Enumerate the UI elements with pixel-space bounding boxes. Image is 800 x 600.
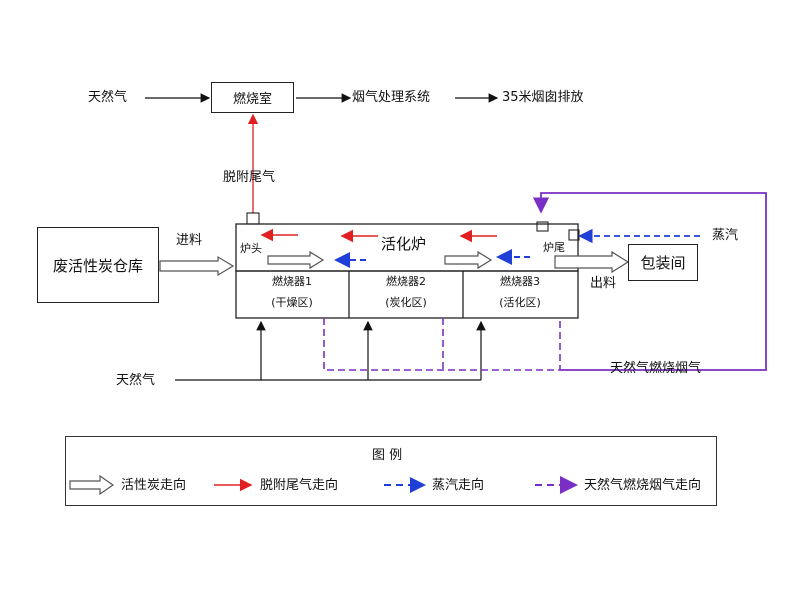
packaging-room-box: 包装间 [628,244,698,281]
burner-2-zone: (炭化区) [385,296,427,309]
furnace-title: 活化炉 [381,235,427,253]
material-arrow-feed [159,255,235,277]
purple-flue-return [532,192,767,371]
material-arrow-inner-2 [444,250,493,270]
discharge-label: 出料 [590,276,617,291]
tailgas-outlet-port [246,212,260,225]
burner-3-name: 燃烧器3 [500,275,540,288]
flue-inlet-port [536,221,549,232]
material-arrow-inner-1 [267,250,325,270]
legend-label-flue: 天然气燃烧烟气走向 [584,478,702,493]
desorption-tail-gas-label: 脱附尾气 [223,170,276,185]
feed-in-label: 进料 [176,233,203,248]
steam-label: 蒸汽 [712,228,739,243]
legend-label-steam: 蒸汽走向 [432,478,485,493]
combustion-chamber-box: 燃烧室 [211,82,294,113]
chimney-label: 35米烟囱排放 [502,90,584,105]
burner-2-name: 燃烧器2 [386,275,426,288]
legend-icon-material [69,474,115,496]
flue-gas-system-label: 烟气处理系统 [352,90,431,105]
burner-3-zone: (活化区) [499,296,541,309]
natural-gas-label-bottom: 天然气 [116,373,156,388]
material-arrow-out [554,250,630,274]
natural-gas-label-top: 天然气 [88,90,128,105]
legend-title: 图 例 [372,448,403,463]
legend-label-tailgas: 脱附尾气走向 [260,478,339,493]
purple-flue-circuit [323,318,561,371]
legend-box [65,436,717,506]
furnace-head-label: 炉头 [240,242,262,255]
waste-carbon-warehouse-box: 废活性炭仓库 [37,227,159,303]
ng-flue-gas-label: 天然气燃烧烟气 [610,361,702,376]
legend-label-material: 活性炭走向 [121,478,187,493]
burner-row [235,270,579,319]
burner-1-name: 燃烧器1 [272,275,312,288]
furnace-tail-label: 炉尾 [543,241,565,254]
burner-1-zone: (干燥区) [271,296,313,309]
